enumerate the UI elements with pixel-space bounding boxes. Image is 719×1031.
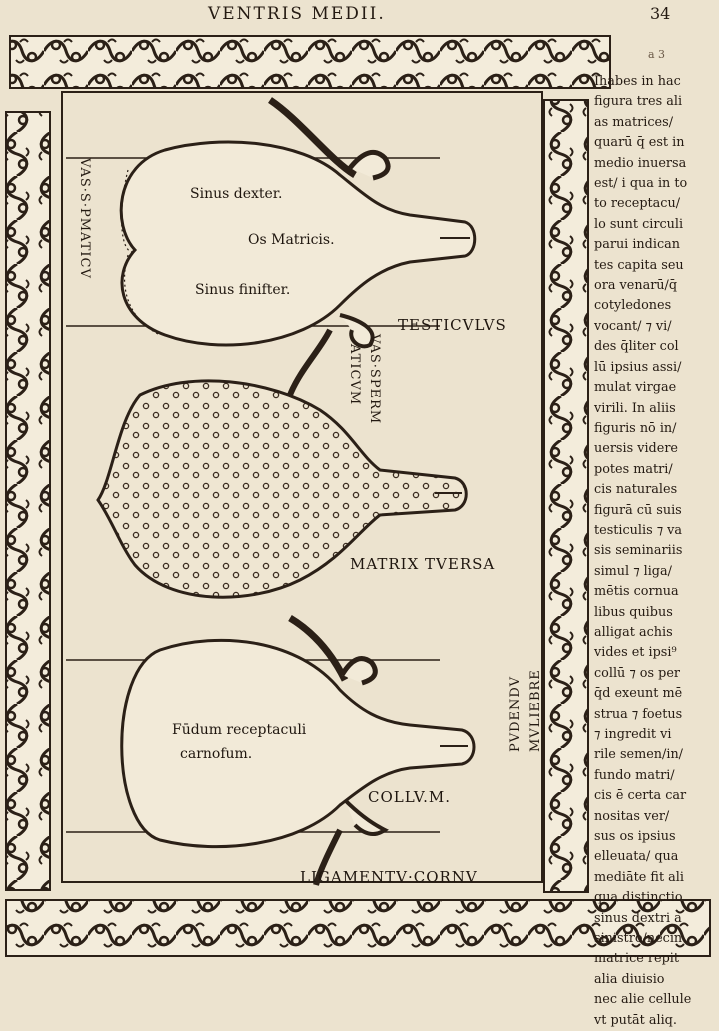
sidenote-line: testiculis ⁊ va xyxy=(594,522,683,538)
woodcut-plate xyxy=(5,35,711,957)
sidenote-line: cis naturales xyxy=(594,482,678,498)
sidenote-line: sus os ipsius xyxy=(594,829,676,845)
sidenote-line: cis ē certa car xyxy=(594,788,687,804)
sidenote-line: nec alie cellule xyxy=(594,992,692,1008)
sidenote-line: as matrices/ xyxy=(594,114,673,130)
label-os-matricis: Os Matricis. xyxy=(248,232,335,248)
sidenote-line: vocant/ ⁊ vi/ xyxy=(594,318,672,334)
label-fundum: Fūdum receptaculi xyxy=(172,722,307,738)
running-head: VENTRIS MEDII. xyxy=(208,4,386,24)
sidenote-line: des q̄liter col xyxy=(594,339,679,355)
sidenote-line: elleuata/ qua xyxy=(594,849,679,865)
sidenote-line: mētis cornua xyxy=(594,584,679,600)
sidenote-line: figura tres ali xyxy=(594,94,683,110)
caption-matrix-inversa: MATRIX TVERSA xyxy=(350,555,496,573)
sidenote-line: mediāte fit ali xyxy=(594,869,684,885)
label-vas-spermaticum-a: VAS·SPERM xyxy=(367,334,382,425)
upper-uterus-figure xyxy=(119,97,477,397)
sidenote-line: tes capita seu xyxy=(594,257,684,273)
sidenote-line: ora venarū/q̄ xyxy=(594,278,678,294)
sidenote-line: sinus dextri a xyxy=(594,910,682,926)
sidenote-line: sinistro/necin xyxy=(594,931,683,947)
signature-mark: a 3 xyxy=(648,48,666,61)
top-ornament-border xyxy=(9,35,611,89)
sidenote-line: fundo matri/ xyxy=(594,767,675,783)
sidenote-line: potes matri/ xyxy=(594,461,673,477)
label-ligamentum: LIGAMENTV·CORNV xyxy=(300,868,478,886)
inverted-uterus-figure xyxy=(96,313,468,599)
sidenote-line: nositas ver/ xyxy=(594,808,670,824)
sidenote-line: qua distinctio xyxy=(594,890,683,906)
sidenote-line: Ihabes in hac xyxy=(594,74,681,89)
sidenote-line: virili. In aliis xyxy=(594,400,676,416)
label-vas-spermaticum-left: VAS·S·PMATICV xyxy=(77,158,92,279)
label-pudendum-a: PVDENDV xyxy=(508,675,523,752)
lower-uterus-figure xyxy=(120,614,476,886)
sidenote-line: vt putāt aliq. xyxy=(594,1012,677,1028)
sidenote-line: alia diuisio xyxy=(594,971,665,987)
bottom-ornament-border xyxy=(5,899,711,957)
folio-number: 34 xyxy=(650,4,671,23)
sidenote-line: vides et ipsi⁹ xyxy=(594,645,677,661)
sidenote-line: strua ⁊ foetus xyxy=(594,706,683,722)
sidenote-line: quarū q̄ est in xyxy=(594,135,685,151)
label-collum: COLLV.M. xyxy=(368,788,452,806)
sidenote-line: sis seminariis xyxy=(594,543,683,559)
sidenote-line: simul ⁊ liga/ xyxy=(594,563,672,579)
sidenote-column: Ihabes in hac figura tres ali as matrices/… xyxy=(594,72,716,1031)
sidenote-line: medio inuersa xyxy=(594,155,687,171)
sidenote-line: collū ⁊ os per xyxy=(594,665,681,681)
sidenote-line: mulat virgae xyxy=(594,380,677,396)
sidenote-line: rile semen/in/ xyxy=(594,747,683,763)
sidenote-line: cotyledones xyxy=(594,298,672,314)
right-ornament-border xyxy=(543,99,589,893)
label-carnosum: carnofum. xyxy=(180,746,253,762)
sidenote-line: figurā cū suis xyxy=(594,502,682,518)
left-ornament-border xyxy=(5,111,51,891)
sidenote-line: lo sunt circuli xyxy=(594,216,684,232)
sidenote-line: figuris nō in/ xyxy=(594,420,677,436)
sidenote-line: q̄d exeunt mē xyxy=(594,686,683,702)
label-sinus-dexter: Sinus dexter. xyxy=(190,186,283,202)
sidenote-line: lū ipsius assi/ xyxy=(594,359,682,375)
sidenote-line: parui indican xyxy=(594,237,680,253)
sidenote-line: alligat achis xyxy=(594,624,673,640)
sidenote-line: ⁊ ingredit vi xyxy=(594,727,672,742)
label-testiculus: TESTICVLVS xyxy=(398,316,507,334)
sidenote-line: est/ i qua in to xyxy=(594,176,688,192)
page-header: VENTRIS MEDII. 34 xyxy=(0,0,719,34)
sidenote-line: libus quibus xyxy=(594,604,673,620)
label-pudendum-b: MVLIEBRE xyxy=(528,669,543,752)
label-sinus-sinister: Sinus finifter. xyxy=(195,282,291,298)
label-vas-spermaticum-b: ATICVM xyxy=(347,344,362,406)
sidenote-line: uersis videre xyxy=(594,441,679,457)
sidenote-line: to receptacu/ xyxy=(594,196,681,212)
